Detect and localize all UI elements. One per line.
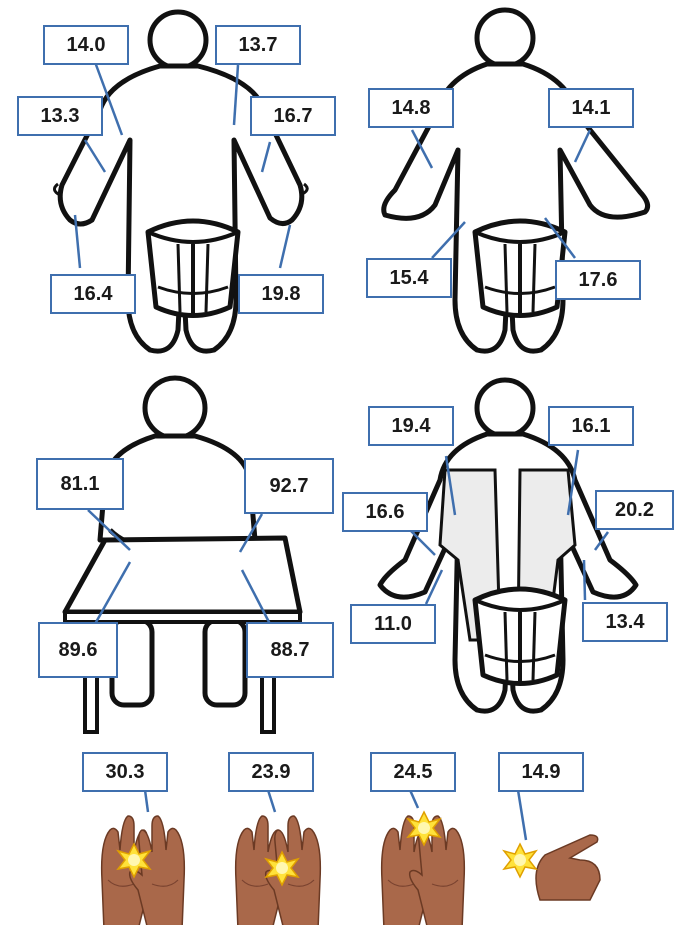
label-p5-fingertips: 24.5 xyxy=(370,752,456,792)
label-p1-palm-right: 19.8 xyxy=(238,274,324,314)
label-p5-snap-between: 23.9 xyxy=(228,752,314,792)
label-p1-palm-left: 16.4 xyxy=(50,274,136,314)
label-p5-finger-snap: 14.9 xyxy=(498,752,584,792)
label-p1-forearm-left: 13.3 xyxy=(17,96,103,136)
label-p4-sleeve-left: 16.6 xyxy=(342,492,428,532)
label-p1-forearm-right: 16.7 xyxy=(250,96,336,136)
label-p3-lower-left: 89.6 xyxy=(38,622,118,678)
label-p4-sleeve-right: 20.2 xyxy=(595,490,674,530)
label-p2-forearm-left: 14.8 xyxy=(368,88,454,128)
label-p2-forearm-right: 14.1 xyxy=(548,88,634,128)
label-p2-thigh-left: 15.4 xyxy=(366,258,452,298)
label-p4-cuff-left: 11.0 xyxy=(350,604,436,644)
label-p4-coat-right: 16.1 xyxy=(548,406,634,446)
label-p3-lower-right: 88.7 xyxy=(246,622,334,678)
label-p2-thigh-right: 17.6 xyxy=(555,260,641,300)
label-p3-upper-right: 92.7 xyxy=(244,458,334,514)
label-p4-cuff-right: 13.4 xyxy=(582,602,668,642)
label-p1-chest-right: 13.7 xyxy=(215,25,301,65)
label-p5-clap: 30.3 xyxy=(82,752,168,792)
label-p4-coat-left: 19.4 xyxy=(368,406,454,446)
figure-at-table xyxy=(65,378,300,732)
label-p3-upper-left: 81.1 xyxy=(36,458,124,510)
label-p1-chest-left: 14.0 xyxy=(43,25,129,65)
